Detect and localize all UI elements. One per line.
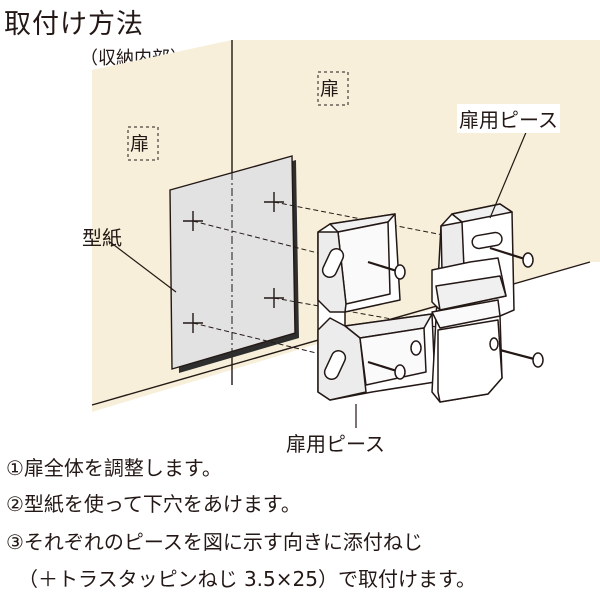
door-piece-top-label: 扉用ピース [457, 104, 560, 133]
door-piece-bottom-label: 扉用ピース [284, 428, 387, 457]
template-label: 型紙 [82, 226, 122, 250]
instruction-step-1: ①扉全体を調整します。 [6, 456, 222, 480]
door-label-right: 扉 [320, 78, 340, 100]
door-piece-left [317, 213, 436, 401]
door-piece-right [431, 203, 544, 403]
template-sheet [169, 155, 299, 373]
door-label-left: 扉 [130, 133, 150, 155]
instruction-step-3: ③それぞれのピースを図に示す向きに添付ねじ [6, 530, 423, 554]
instruction-step-3-continued: （＋トラスタッピンねじ 3.5×25）で取付けます。 [18, 567, 476, 591]
page-title: 取付け方法 [4, 9, 144, 40]
instruction-step-2: ②型紙を使って下穴をあけます。 [6, 492, 301, 516]
door-mark-right [317, 71, 349, 106]
door-mark-left [127, 126, 159, 161]
leader-lines [109, 129, 528, 430]
